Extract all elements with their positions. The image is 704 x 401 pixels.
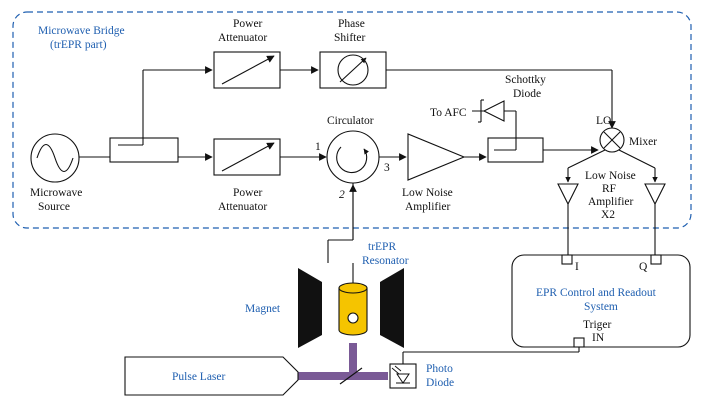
control-title-2: System [584,301,618,313]
resonator-label-2: Resonator [362,255,409,267]
magnet-pole-right [380,268,404,348]
to-afc-label: To AFC [430,107,467,119]
magnet-pole-left [298,268,322,348]
laser-beam-horizontal [298,372,388,380]
schottky-diode-icon [482,100,505,122]
pulse-laser [124,356,299,396]
phase-shifter-label-1: Phase [338,18,365,30]
trigger-label-1: Triger [583,319,611,331]
low-noise-amplifier [407,133,466,181]
lo-label: LO [596,115,611,127]
microwave-source-label-1: Microwave [30,187,82,199]
microwave-source-label-2: Source [38,201,70,213]
mixer-label: Mixer [629,136,657,148]
bridge-subtitle: (trEPR part) [50,39,107,51]
magnet-label: Magnet [245,303,281,315]
attenuator-top-label-2: Attenuator [218,32,267,44]
port-q [650,254,662,265]
phase-shifter-label-2: Shifter [334,32,365,44]
bridge-title: Microwave Bridge [38,25,125,37]
attenuator-top-label-1: Power [233,18,263,30]
photo-diode-label-1: Photo [426,363,453,375]
photo-diode-label-2: Diode [426,377,454,389]
directional-coupler-1 [109,137,179,163]
microwave-bridge-boundary [12,11,692,229]
trigger-label-2: IN [592,332,605,344]
circulator-port-1: 1 [315,141,321,153]
epr-control-readout-system [511,254,691,348]
photo-diode [389,363,417,389]
resonator-label-1: trEPR [368,241,396,253]
rf-amp-label-1: Low Noise [585,170,636,182]
port-q-label: Q [639,261,648,273]
control-title-1: EPR Control and Readout [536,287,657,299]
lna-label-1: Low Noise [402,187,453,199]
rf-amplifier-i [557,183,579,206]
sine-wave-icon [36,143,74,173]
rf-amplifier-q [644,183,666,206]
circulator-port-3: 3 [384,162,390,174]
port-i-label: I [575,261,579,273]
attenuator-bottom-label-1: Power [233,187,263,199]
attenuator-bottom-label-2: Attenuator [218,201,267,213]
rf-amp-label-2: RF [602,183,616,195]
resonator-cylinder [338,288,368,336]
laser-beam-vertical [349,343,357,376]
lna-label-2: Amplifier [405,201,451,213]
circulator-label: Circulator [327,115,374,127]
schottky-label-1: Schottky [505,74,546,86]
pulse-laser-label: Pulse Laser [172,371,226,383]
circulator-port-2: 2 [339,189,345,201]
schottky-label-2: Diode [513,88,541,100]
port-i [561,254,573,265]
beam-splitter [339,367,363,385]
circulator [326,130,380,184]
trigger-in-port [573,337,585,348]
rf-amp-label-4: X2 [601,209,615,221]
rf-amp-label-3: Amplifier [588,196,634,208]
